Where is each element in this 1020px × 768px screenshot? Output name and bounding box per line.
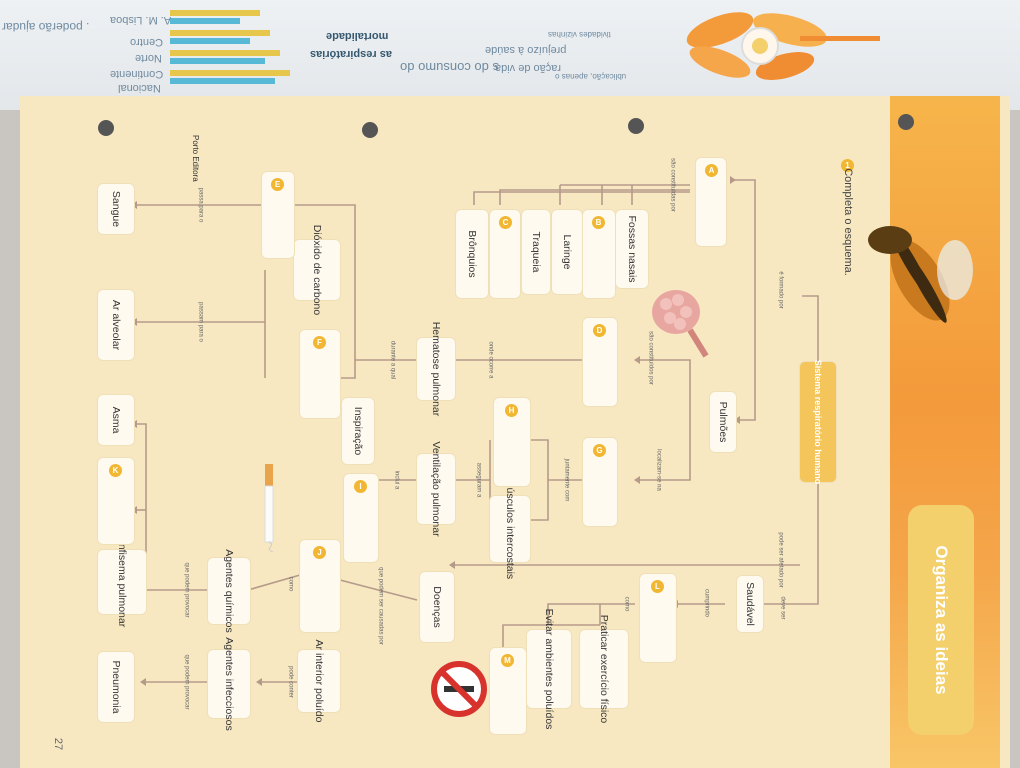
- node-ar-alveolar: Ar alveolar: [98, 290, 134, 360]
- answer-box-a[interactable]: A: [696, 158, 726, 246]
- answer-box-b[interactable]: B: [583, 210, 615, 298]
- no-smoking-icon: [431, 661, 487, 717]
- answer-box-d[interactable]: D: [583, 318, 617, 406]
- node-sangue: Sangue: [98, 184, 134, 234]
- connector-label: que podem provocar: [183, 562, 190, 618]
- node-saudavel: Saudável: [737, 576, 763, 632]
- connector-label: localizam-se na: [655, 449, 662, 491]
- connector-label: juntamente com: [563, 458, 570, 502]
- alveoli-illustration: [652, 290, 709, 358]
- node-ar-interior: Ar interior poluído: [298, 640, 340, 722]
- answer-badge: I: [354, 480, 367, 493]
- answer-badge: B: [592, 216, 605, 229]
- answer-badge: H: [505, 404, 518, 417]
- connector-label: onde ocorre a: [487, 341, 494, 379]
- answer-badge: E: [271, 178, 284, 191]
- node-praticar: Praticar exercício físico: [580, 615, 628, 723]
- node-root: Sistema respiratório humano: [800, 360, 836, 484]
- node-agentes-quimicos: Agentes químicos: [208, 549, 250, 633]
- connector-label: são constituídas por: [669, 158, 676, 212]
- connector-label: que podem ser causadas por: [377, 567, 384, 645]
- header-tab: [908, 505, 974, 735]
- node-traqueia: Traqueia: [522, 210, 550, 294]
- answer-badge: J: [313, 546, 326, 559]
- node-dioxido: Dióxido de carbono: [294, 225, 340, 315]
- answer-box-e[interactable]: E: [262, 172, 294, 258]
- connector-label: como: [623, 596, 630, 612]
- answer-badge: M: [501, 654, 514, 667]
- connector-label: asseguram a: [475, 462, 482, 498]
- flower-icon: [686, 12, 880, 80]
- connector-label: pode conter: [287, 666, 294, 698]
- connector-label: pode ser afetado por: [777, 532, 784, 588]
- answer-box-k[interactable]: K: [98, 458, 134, 544]
- previous-page-bar-chart: [150, 4, 290, 90]
- node-enfisema: Enfisema pulmonar: [98, 537, 146, 627]
- connector-label: inclui a: [393, 470, 400, 490]
- connector-label: durante a qual: [389, 340, 396, 380]
- answer-box-c[interactable]: C: [490, 210, 520, 298]
- answer-badge: F: [313, 336, 326, 349]
- answer-badge: K: [109, 464, 122, 477]
- node-inspiracao: Inspiração: [342, 398, 374, 464]
- connector-label: deve ser: [779, 596, 786, 620]
- node-laringe: Laringe: [552, 210, 582, 294]
- node-agentes-infecciosos: Agentes infecciosos: [208, 637, 250, 731]
- binder-hole: [898, 114, 914, 130]
- connector-label: é formado por: [777, 271, 784, 309]
- node-fossas-nasais: Fossas nasais: [616, 210, 648, 288]
- connector-label: passam para o: [197, 302, 204, 342]
- node-asma: Asma: [98, 395, 134, 445]
- answer-box-f[interactable]: F: [300, 330, 340, 418]
- node-musculos: Músculos intercostais: [490, 479, 530, 579]
- exercise-number-badge: 1: [841, 159, 854, 172]
- answer-box-j[interactable]: J: [300, 540, 340, 632]
- answer-box-m[interactable]: M: [490, 648, 526, 734]
- connector-label: passa para o: [197, 187, 204, 223]
- node-bronquios: Brônquios: [456, 210, 488, 298]
- answer-badge: A: [705, 164, 718, 177]
- previous-page: A. M. Lisboa Centro Norte Continente Nac…: [0, 0, 1020, 110]
- connector-label: que podem provocar: [183, 654, 190, 710]
- answer-badge: D: [593, 324, 606, 337]
- answer-box-g[interactable]: G: [583, 438, 617, 526]
- node-pulmoes: Pulmões: [710, 392, 736, 452]
- answer-box-h[interactable]: H: [494, 398, 530, 486]
- node-hematose: Hematose pulmonar: [417, 322, 455, 416]
- answer-box-l[interactable]: L: [640, 574, 676, 662]
- bee-icon: [868, 226, 973, 323]
- binder-hole: [362, 122, 378, 138]
- node-doencas: Doenças: [420, 572, 454, 642]
- node-evitar: Evitar ambientes poluídos: [527, 609, 571, 729]
- binder-hole: [98, 120, 114, 136]
- answer-badge: C: [499, 216, 512, 229]
- node-ventilacao: Ventilação pulmonar: [417, 441, 455, 537]
- cigarette-illustration: [264, 464, 274, 552]
- connector-label: como: [287, 576, 294, 592]
- answer-badge: G: [593, 444, 606, 457]
- answer-badge: L: [651, 580, 664, 593]
- node-pneumonia: Pneumonia: [98, 652, 134, 722]
- answer-box-i[interactable]: I: [344, 474, 378, 562]
- connector-label: cumprindo: [703, 588, 710, 618]
- binder-hole: [628, 118, 644, 134]
